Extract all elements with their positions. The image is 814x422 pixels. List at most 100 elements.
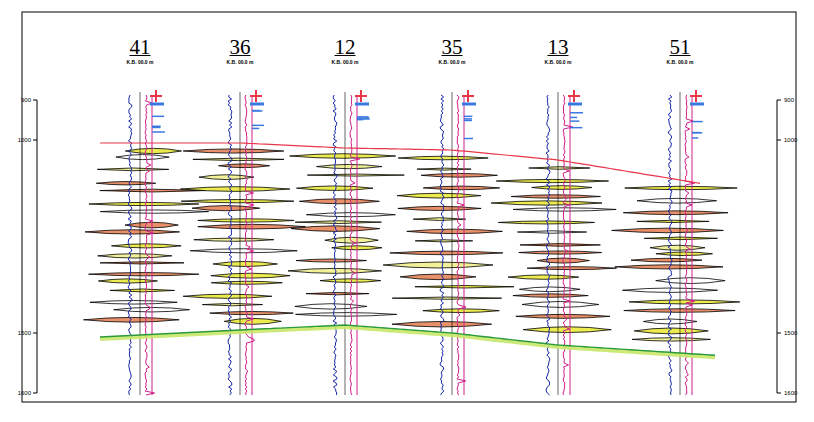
- log-spike: [692, 137, 698, 139]
- lens: [183, 149, 284, 153]
- log-spike: [570, 117, 577, 119]
- lens: [390, 251, 503, 255]
- lens: [629, 300, 740, 304]
- lens: [211, 281, 282, 284]
- sp-log: [546, 95, 550, 395]
- log-spike: [570, 120, 579, 122]
- lens: [511, 195, 600, 198]
- log-spike: [357, 116, 369, 118]
- lens: [631, 258, 702, 262]
- resistivity-log: [563, 95, 573, 395]
- depth-label: 1500: [784, 330, 797, 336]
- sp-log: [128, 95, 132, 395]
- lens: [516, 314, 610, 318]
- lens: [295, 221, 381, 224]
- lens: [296, 313, 397, 317]
- lens: [180, 187, 289, 192]
- well-name: 13: [548, 37, 569, 58]
- log-spike: [692, 121, 703, 123]
- well-bore: [240, 92, 241, 395]
- log-spike: [570, 112, 583, 114]
- log-spike: [252, 110, 260, 112]
- log-spike: [152, 131, 165, 133]
- lens: [612, 228, 724, 233]
- well-symbol: [250, 103, 264, 106]
- log-track: [252, 95, 253, 395]
- lens: [527, 267, 616, 270]
- lens: [100, 262, 184, 264]
- left-axis: [33, 100, 37, 393]
- well-name: 35: [442, 37, 463, 58]
- lens: [219, 164, 270, 168]
- lens: [407, 229, 503, 233]
- depth-label: 900: [21, 97, 31, 103]
- well-datum: K.B. 00.0 m: [545, 60, 572, 65]
- lens: [90, 300, 177, 304]
- well-bore: [140, 92, 141, 395]
- well-symbol: [355, 103, 369, 106]
- lens: [183, 294, 272, 298]
- lens: [637, 220, 709, 222]
- log-spike: [464, 116, 472, 118]
- well-datum: K.B. 00.0 m: [439, 60, 466, 65]
- lens: [194, 238, 274, 241]
- lens: [96, 182, 156, 185]
- well-datum: K.B. 00.0 m: [227, 60, 254, 65]
- lens: [211, 273, 290, 278]
- log-spike: [464, 120, 472, 122]
- log-track: [357, 95, 358, 395]
- log-spike: [570, 127, 582, 129]
- lens: [518, 231, 587, 233]
- sp-log: [333, 95, 337, 395]
- lens: [193, 158, 284, 161]
- depth-label: 1600: [18, 390, 31, 396]
- lens: [290, 154, 396, 159]
- lens: [306, 292, 369, 294]
- log-spike: [692, 132, 702, 134]
- depth-label: 1000: [784, 137, 797, 143]
- well-symbol: [467, 90, 469, 102]
- resistivity-log: [145, 95, 155, 395]
- depth-label: 900: [784, 97, 794, 103]
- lens: [508, 275, 579, 279]
- log-spike: [692, 132, 700, 134]
- well-symbol: [690, 103, 704, 106]
- lens: [637, 198, 716, 203]
- log-spike: [152, 127, 160, 129]
- lens: [85, 230, 179, 234]
- lens: [181, 199, 294, 202]
- well-name: 41: [130, 37, 151, 58]
- well-name: 51: [670, 37, 691, 58]
- lens: [529, 167, 590, 170]
- well-symbol: [695, 90, 697, 102]
- resistivity-log: [685, 95, 695, 395]
- lens: [520, 244, 600, 247]
- log-spike: [152, 116, 164, 118]
- log-spike: [252, 125, 264, 127]
- base-marker: [100, 325, 715, 355]
- lens: [421, 173, 497, 177]
- well-symbol: [155, 90, 157, 102]
- log-spike: [357, 117, 369, 119]
- well-name: 12: [335, 37, 356, 58]
- well-symbol: [462, 103, 476, 106]
- well-symbol: [360, 90, 362, 102]
- lens: [519, 251, 602, 254]
- top-marker: [100, 143, 700, 183]
- well-bore: [558, 92, 559, 395]
- log-track: [464, 95, 465, 395]
- log-spike: [464, 138, 473, 140]
- depth-label: 1500: [18, 330, 31, 336]
- lens: [392, 297, 501, 299]
- lens: [202, 303, 262, 305]
- lens: [299, 199, 379, 204]
- sp-log: [668, 95, 672, 395]
- well-symbol: [150, 103, 164, 106]
- sp-log: [228, 95, 232, 395]
- lens: [623, 211, 728, 215]
- log-spike: [357, 118, 370, 120]
- lens: [397, 193, 481, 198]
- lens: [296, 259, 367, 262]
- lens: [97, 168, 168, 171]
- lens: [656, 252, 713, 256]
